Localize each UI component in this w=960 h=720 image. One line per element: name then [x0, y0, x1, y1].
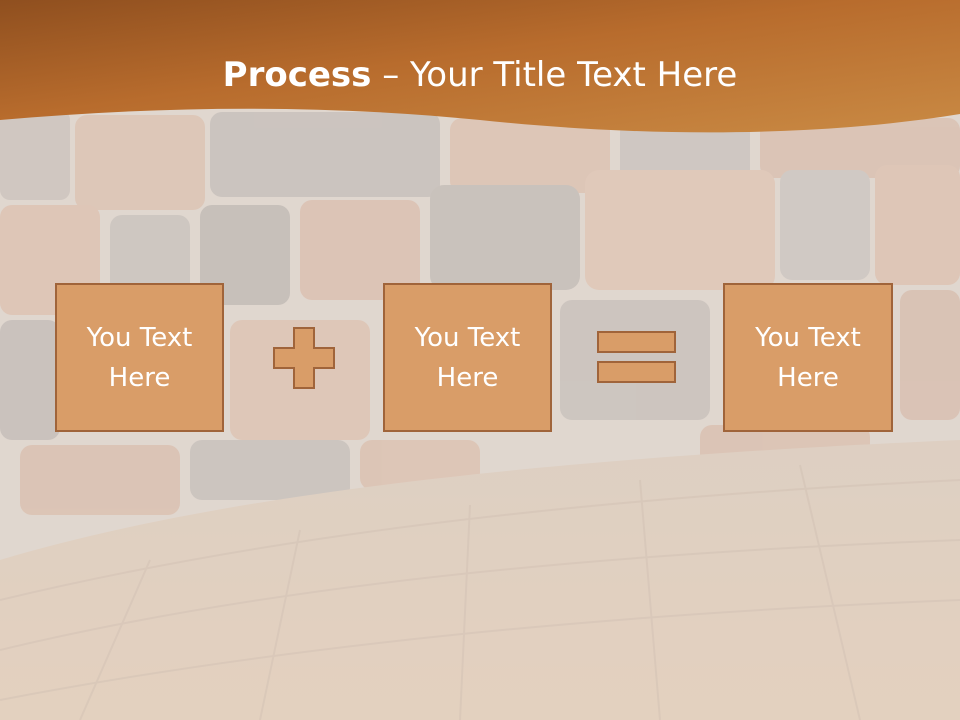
process-box-2-text: You Text Here: [414, 322, 521, 393]
process-box-3-text: You Text Here: [755, 322, 861, 393]
process-box-2[interactable]: You Text Here: [383, 283, 552, 432]
title-bold: Process: [222, 55, 372, 95]
title-rest: Your Title Text Here: [410, 55, 738, 95]
title-separator: –: [371, 55, 411, 95]
header-banner: [0, 0, 960, 133]
process-box-3[interactable]: You Text Here: [723, 283, 893, 432]
equals-icon: [597, 331, 676, 383]
plus-icon: [273, 327, 335, 389]
process-box-1-text: You Text Here: [86, 322, 193, 393]
slide-title: Process – Your Title Text Here: [0, 52, 960, 98]
process-box-1[interactable]: You Text Here: [55, 283, 224, 432]
